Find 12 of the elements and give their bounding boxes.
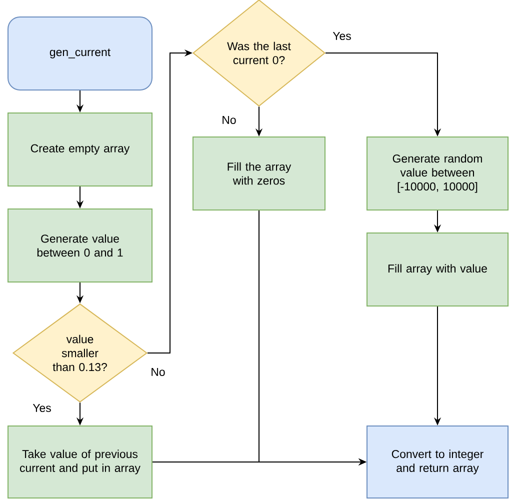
process-box: Generate value between 0 and 1 bbox=[8, 208, 152, 282]
process-box: Fill array with value bbox=[366, 232, 508, 306]
edge-label: No bbox=[150, 367, 166, 377]
start-box: gen_current bbox=[8, 16, 152, 90]
process-box: Create empty array bbox=[8, 112, 152, 186]
edge-label: Yes bbox=[332, 31, 352, 41]
process-box: Take value of previous current and put in array bbox=[8, 426, 152, 498]
end-box: Convert to integer and return array bbox=[366, 426, 508, 498]
edge-label: Yes bbox=[32, 403, 52, 413]
process-box: Generate random value between [-10000, 10000] bbox=[366, 136, 508, 210]
process-box: Fill the array with zeros bbox=[192, 136, 326, 210]
edge-label: No bbox=[220, 115, 238, 125]
